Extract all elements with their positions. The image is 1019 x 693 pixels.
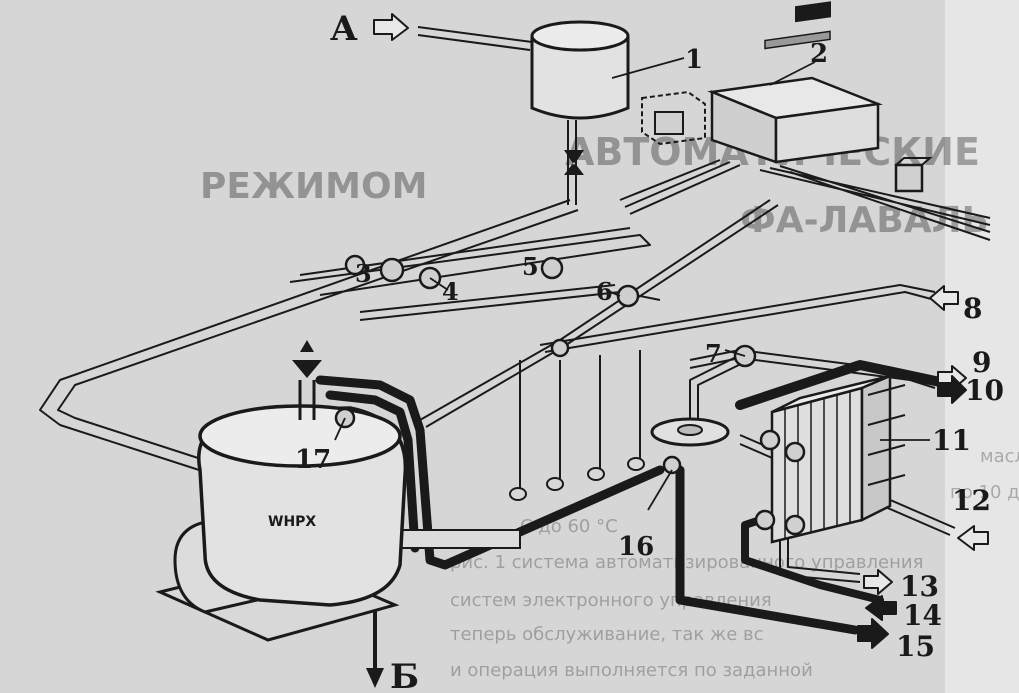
arrow-a [373, 13, 409, 41]
control-cables-left [619, 159, 741, 215]
thick-pipe-second [325, 390, 420, 553]
bg-body-6: теперь обслуживание, так же вс [450, 624, 764, 645]
manifold-hub [677, 424, 703, 436]
small-unit [654, 111, 684, 135]
tank-1 [530, 20, 630, 175]
arrow-12 [957, 525, 989, 551]
separator-top-valve [292, 340, 322, 378]
manifold-fitting [662, 455, 682, 475]
label-3: 3 [355, 259, 372, 288]
bg-heading-2: РЕЖИМОМ [200, 166, 427, 207]
label-16: 16 [618, 532, 654, 562]
manifold-16 [650, 417, 730, 475]
hx-port-3 [754, 509, 776, 531]
fitting-2 [546, 477, 564, 491]
line-7 [689, 354, 746, 420]
arrow-14 [865, 595, 897, 621]
valve-5 [540, 256, 564, 280]
bg-body-4: рис. 1 система автоматизированного управ… [450, 552, 923, 573]
background-page-text: АВТОМАТИЧЕСКИЕ РЕЖИМОМ ФА-ЛАВАЛЬ масл по… [200, 130, 1019, 681]
bg-body-1: масл [980, 446, 1019, 467]
thick-pipe-15 [675, 465, 860, 635]
valve-left [344, 254, 366, 276]
left-loop-pipe [39, 199, 579, 481]
valve-extra [550, 338, 570, 358]
line-8 [539, 284, 936, 353]
dashed-module [641, 90, 706, 146]
label-13: 13 [900, 570, 939, 603]
arrow-8 [929, 285, 959, 311]
sensor-box-body [894, 163, 924, 193]
tank-body [530, 36, 630, 120]
paper-right-edge [945, 0, 1019, 693]
arrow-13 [863, 569, 893, 595]
hx-port-4 [784, 514, 806, 536]
tank-valve [564, 150, 584, 175]
label-8: 8 [963, 292, 982, 325]
label-4: 4 [442, 277, 459, 306]
sensor-box [894, 157, 933, 193]
control-box-strip [764, 30, 831, 50]
bg-body-2: по 10 дм [950, 482, 1019, 503]
hx-port-1 [759, 429, 781, 451]
fitting-3 [587, 467, 605, 481]
sensor-box-top [895, 157, 933, 166]
label-12: 12 [952, 484, 991, 517]
pipe-network [39, 26, 991, 583]
inlet-a-pipe [417, 26, 533, 51]
label-b: Б [390, 657, 419, 693]
plate-lines [784, 392, 851, 538]
leader-lines [334, 57, 930, 511]
thick-pipe-14 [741, 516, 884, 604]
label-5: 5 [522, 252, 539, 281]
thick-pipe-10 [735, 360, 945, 410]
hx-port-2 [784, 441, 806, 463]
label-14: 14 [903, 599, 942, 632]
valve-6 [616, 284, 640, 308]
label-9: 9 [972, 346, 991, 379]
bg-heading-3: ФА-ЛАВАЛЬ [740, 200, 989, 241]
heat-exchanger-11 [754, 374, 906, 544]
callout-labels: А Б 1 2 3 4 5 6 7 8 9 10 11 12 13 14 15 … [295, 9, 1004, 693]
control-cables-right [759, 165, 991, 241]
label-17: 17 [295, 445, 331, 475]
leader-7 [724, 349, 746, 357]
header-fittings [509, 457, 645, 501]
leader-2 [769, 61, 816, 86]
label-a: А [330, 9, 358, 49]
fitting-4 [627, 457, 645, 471]
label-10: 10 [965, 374, 1004, 407]
label-7: 7 [705, 339, 722, 368]
tank-down-pipe [567, 120, 577, 205]
leader-1 [611, 57, 685, 79]
label-6: 6 [596, 277, 613, 306]
separator-inlet-column [298, 380, 316, 420]
control-box-side [774, 102, 880, 164]
thick-pipes [315, 360, 945, 674]
label-2: 2 [810, 39, 828, 69]
signal-lines [519, 350, 641, 490]
control-box-2 [707, 1, 883, 164]
leader-17 [334, 417, 346, 441]
leader-6 [605, 289, 621, 297]
arrow-15 [857, 618, 889, 649]
separator-brand: WHPX [268, 514, 316, 530]
plate-pack-side [860, 374, 892, 523]
label-1: 1 [685, 45, 703, 75]
leader-16 [647, 469, 673, 511]
bg-body-7: и операция выполняется по заданной [450, 660, 813, 681]
fitting-1 [509, 487, 527, 501]
label-11: 11 [932, 424, 971, 457]
label-15: 15 [896, 630, 935, 663]
tie-rods [867, 384, 906, 486]
thick-pipe-main [315, 375, 665, 570]
leader-4 [429, 277, 449, 291]
outlet-b-arrow [366, 668, 384, 688]
tank-top [530, 20, 630, 52]
valve-3 [379, 257, 405, 283]
control-box-display [795, 1, 831, 23]
flow-arrows [373, 13, 989, 649]
arrow-10 [937, 375, 967, 404]
